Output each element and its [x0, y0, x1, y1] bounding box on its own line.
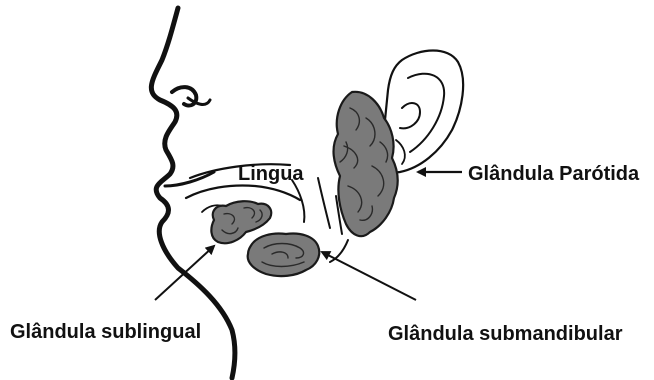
- tongue-outline: [186, 186, 300, 201]
- throat-line-1: [318, 178, 330, 228]
- sublingual-label: Glândula sublingual: [10, 321, 201, 343]
- parotid-label: Glândula Parótida: [468, 163, 640, 185]
- submandibular-label: Glândula submandibular: [388, 323, 623, 345]
- throat-line-3: [330, 240, 348, 262]
- tongue-label: Lingua: [238, 163, 304, 185]
- submandibular-arrow: [322, 252, 416, 300]
- submandibular-gland: [248, 233, 320, 276]
- tongue-base-line: [292, 180, 304, 222]
